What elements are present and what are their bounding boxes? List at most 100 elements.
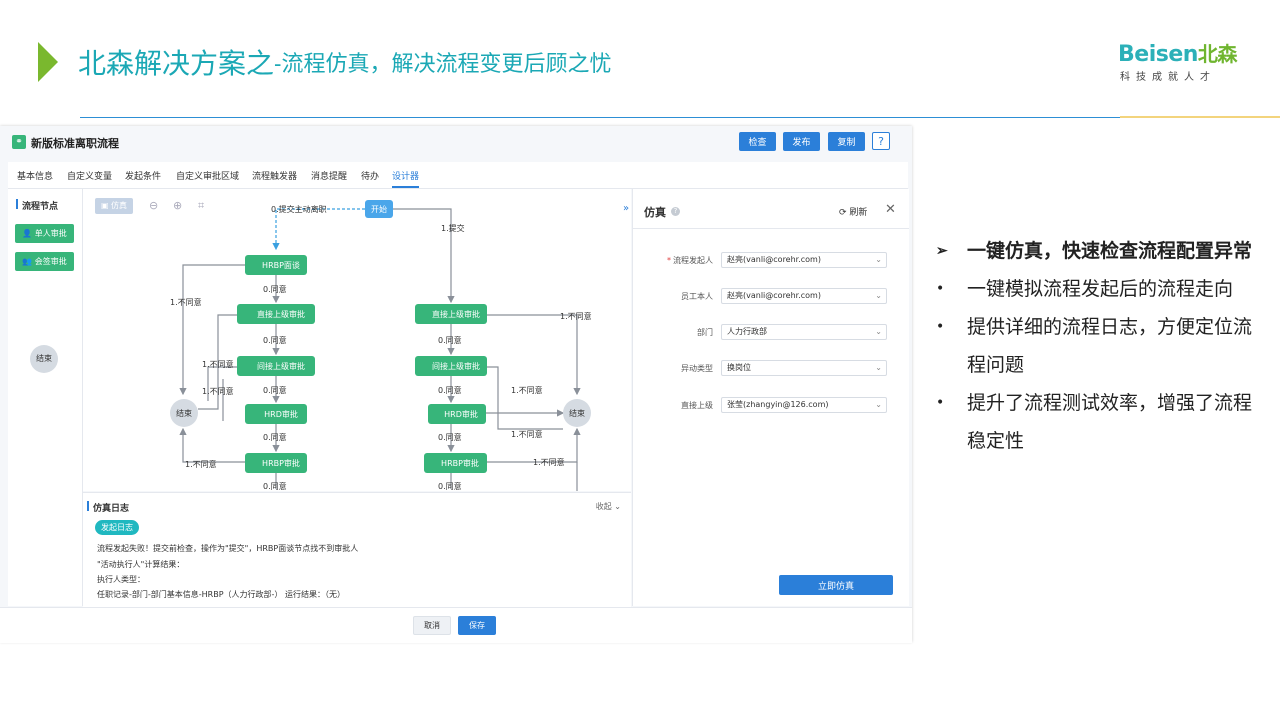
edge-label: 1.不同意	[511, 385, 543, 395]
node-left-hrd-approval[interactable]	[245, 404, 307, 424]
log-line: 执行人类型：	[97, 575, 145, 584]
log-tag[interactable]: 发起日志	[95, 520, 139, 535]
single-approval-label: 单人审批	[34, 229, 67, 238]
log-line: "活动执行人"计算结果：	[97, 560, 185, 569]
tab-custom-approval-area[interactable]: 自定义审批区域	[176, 172, 240, 182]
field-label-initiator: *流程发起人	[667, 256, 713, 265]
tab-flow-triggers[interactable]: 流程触发器	[252, 172, 298, 182]
simulate-toggle[interactable]: ▣ 仿真	[95, 198, 133, 214]
node-right-direct-approval[interactable]	[415, 304, 487, 324]
log-title-bar	[87, 501, 89, 511]
node-right-hrd-label: HRD审批	[444, 409, 478, 419]
multi-approval-node[interactable]: 👥 会签审批	[15, 252, 74, 271]
submit-label: 1.提交	[441, 223, 465, 233]
chevron-up-icon: ⌄	[614, 502, 621, 511]
bullet-dot-icon: •	[936, 319, 945, 335]
tab-notifications[interactable]: 消息提醒	[311, 172, 348, 182]
flow-canvas[interactable]: ▣ 仿真 ⊖ ⊕ ⌗	[83, 189, 631, 491]
edge-label: 0.同意	[263, 335, 287, 345]
node-right-indirect-label: 间接上级审批	[432, 361, 480, 371]
fit-screen-icon[interactable]: ⌗	[198, 199, 205, 212]
simulation-title: 仿真	[644, 206, 666, 219]
log-line: 任职记录-部门-部门基本信息-HRBP（人力行政部-） 运行结果：（无）	[97, 590, 345, 599]
field-label-initiator-text: 流程发起人	[673, 256, 713, 265]
end-node-left[interactable]	[170, 399, 198, 427]
slide-title: 北森解决方案之 -流程仿真，解决流程变更后顾之忧	[38, 40, 611, 84]
app-screenshot: ⚭ 新版标准离职流程 检查 发布 复制 ? 基本信息 自定义变量 发起条件 自定…	[0, 126, 912, 643]
node-left-indirect-approval[interactable]	[237, 356, 315, 376]
employee-select[interactable]: 赵亮(vanli@corehr.com)⌄	[721, 288, 887, 304]
publish-button[interactable]: 发布	[783, 132, 820, 151]
change-type-select[interactable]: 换岗位⌄	[721, 360, 887, 376]
logo-cn: 北森	[1197, 42, 1238, 66]
tab-todo[interactable]: 待办	[361, 172, 380, 182]
save-button[interactable]: 保存	[458, 616, 496, 635]
node-left-indirect-label: 间接上级审批	[257, 361, 305, 371]
help-circle-icon[interactable]: ?	[671, 207, 680, 216]
single-approval-node[interactable]: 👤 单人审批	[15, 224, 74, 243]
flow-app-icon: ⚭	[12, 135, 26, 149]
initiator-select[interactable]: 赵亮(vanli@corehr.com)⌄	[721, 252, 887, 268]
refresh-icon: ⟳	[839, 208, 847, 218]
node-right-indirect-approval[interactable]	[415, 356, 487, 376]
simulation-panel: » 仿真 ? ⟳ 刷新 ✕ *流程发起人 赵亮(vanli@corehr.com…	[623, 189, 909, 606]
tab-basic-info[interactable]: 基本信息	[17, 172, 54, 182]
field-label-employee: 员工本人	[681, 292, 713, 301]
submit-active-label: 0.提交主动离职	[271, 204, 327, 214]
node-left-direct-approval[interactable]	[237, 304, 315, 324]
multi-approval-label: 会签审批	[34, 257, 67, 266]
help-button[interactable]: ?	[872, 132, 890, 150]
node-palette: 流程节点 👤 单人审批 👥 会签审批 结束	[8, 189, 83, 606]
bullet-item: •提升了流程测试效率，增强了流程稳定性	[936, 384, 1266, 460]
app-header: ⚭ 新版标准离职流程 检查 发布 复制 ?	[0, 126, 912, 162]
footer-bar: 取消 保存	[0, 607, 912, 643]
tab-custom-variables[interactable]: 自定义变量	[67, 172, 113, 182]
node-hrbp-interview-label: HRBP面谈	[262, 260, 300, 270]
beisen-logo: Beisen北森 科技成就人才	[1118, 38, 1242, 83]
start-node[interactable]	[365, 200, 393, 218]
refresh-button[interactable]: ⟳ 刷新	[839, 205, 867, 218]
tab-designer[interactable]: 设计器	[392, 169, 420, 188]
edge-label: 1.不同意	[170, 297, 202, 307]
chevron-down-icon: ⌄	[875, 291, 882, 300]
cancel-button[interactable]: 取消	[413, 616, 451, 635]
tab-trigger-conditions[interactable]: 发起条件	[125, 172, 162, 182]
edge-label: 0.同意	[438, 481, 462, 491]
department-select[interactable]: 人力行政部⌄	[721, 324, 887, 340]
node-right-hrd-approval[interactable]	[428, 404, 486, 424]
run-simulation-button[interactable]: 立即仿真	[779, 575, 893, 595]
palette-title: 流程节点	[22, 202, 59, 212]
palette-title-bar	[16, 199, 18, 209]
edge-label: 1.不同意	[511, 429, 543, 439]
edge-label: 0.同意	[438, 432, 462, 442]
node-left-hrbp-label: HRBP审批	[262, 458, 300, 468]
log-line: 流程发起失败！提交前检查，操作为"提交"，HRBP面谈节点找不到审批人	[97, 544, 359, 553]
check-button[interactable]: 检查	[739, 132, 776, 151]
node-hrbp-interview[interactable]	[245, 255, 307, 275]
right-branch: 直接上级审批 间接上级审批 HRD审批 HRBP审批	[415, 304, 487, 473]
zoom-in-icon[interactable]: ⊕	[173, 199, 183, 212]
chevron-down-icon: ⌄	[875, 327, 882, 336]
node-left-hrbp-approval[interactable]	[245, 453, 307, 473]
chevron-down-icon: ⌄	[875, 255, 882, 264]
bullet-text: 提供详细的流程日志，方便定位流程问题	[967, 316, 1253, 376]
log-collapse-label: 收起	[595, 502, 612, 511]
bullet-arrow-icon: ➢	[936, 243, 948, 259]
edge-label: 1.不同意	[533, 457, 565, 467]
direct-manager-select[interactable]: 张莹(zhangyin@126.com)⌄	[721, 397, 887, 413]
field-label-change-type: 异动类型	[681, 364, 713, 373]
copy-button[interactable]: 复制	[828, 132, 865, 151]
close-icon[interactable]: ✕	[885, 202, 896, 217]
bullet-text: 一键仿真，快速检查流程配置异常	[967, 240, 1253, 262]
app-title: 新版标准离职流程	[31, 137, 119, 150]
end-node-right[interactable]	[563, 399, 591, 427]
edge-label: 0.同意	[438, 385, 462, 395]
log-collapse-button[interactable]: 收起 ⌄	[596, 501, 621, 512]
node-right-hrbp-approval[interactable]	[424, 453, 487, 473]
panel-collapse-icon[interactable]: »	[623, 203, 630, 214]
end-node-palette[interactable]: 结束	[30, 345, 58, 373]
zoom-out-icon[interactable]: ⊖	[149, 199, 159, 212]
bullet-item: •一键模拟流程发起后的流程走向	[936, 270, 1266, 308]
start-label: 开始	[371, 204, 387, 214]
direct-manager-value: 张莹(zhangyin@126.com)	[727, 400, 829, 409]
